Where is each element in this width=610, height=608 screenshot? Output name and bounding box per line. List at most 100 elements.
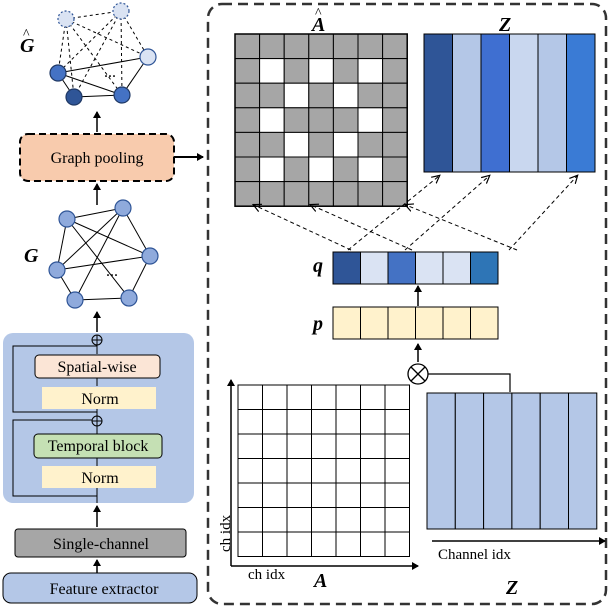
- single-channel-label: Single-channel: [53, 536, 150, 553]
- a-hat-cell: [308, 33, 334, 60]
- matmul-operator: [407, 363, 429, 385]
- g-node-4: [48, 261, 66, 279]
- a-hat-cell: [283, 107, 310, 133]
- a-hat-cell: [259, 33, 285, 60]
- z-bottom-column: [483, 392, 513, 530]
- a-label-bottom: A: [312, 570, 327, 592]
- z-top-column: [566, 33, 596, 173]
- z-label-bottom: Z: [505, 577, 518, 599]
- a-cell: [286, 384, 312, 410]
- a-hat-cell: [283, 181, 310, 207]
- z-bottom-column: [568, 392, 598, 530]
- a-hat-cell: [357, 58, 384, 84]
- q-cell: [332, 251, 361, 285]
- a-cell: [286, 458, 312, 484]
- graph-pooling-label: Graph pooling: [51, 150, 144, 167]
- a-hat-cell: [357, 181, 384, 207]
- p-cell: [387, 306, 416, 340]
- a-cell: [262, 384, 288, 410]
- a-hat-label: A ^: [310, 6, 325, 36]
- a-cell: [311, 531, 337, 557]
- a-hat-cell: [234, 181, 261, 207]
- a-hat-cell: [308, 131, 334, 158]
- a-cell: [311, 458, 337, 484]
- a-hat-cell: [357, 82, 384, 109]
- g-hat-node-1: [57, 10, 75, 28]
- a-cell: [384, 409, 410, 435]
- a-hat-cell: [382, 82, 408, 109]
- a-hat-cell: [332, 82, 359, 109]
- g-graph: ...: [48, 199, 159, 309]
- a-hat-cell: [259, 156, 285, 183]
- a-cell: [360, 458, 386, 484]
- a-hat-cell: [382, 107, 408, 133]
- a-cell: [335, 433, 361, 459]
- a-hat-cell: [259, 58, 285, 84]
- graph-pooling-detail-panel: [206, 2, 608, 606]
- p-cell: [332, 306, 361, 340]
- residual-add-bottom: [91, 415, 103, 427]
- z-bottom-column: [454, 392, 485, 530]
- a-cell: [311, 433, 337, 459]
- a-cell: [384, 482, 410, 508]
- a-cell: [237, 458, 263, 484]
- a-hat-cell: [332, 107, 359, 133]
- norm-top-box: Norm: [42, 387, 156, 409]
- z-top-column: [509, 33, 539, 173]
- a-hat-cell: [382, 131, 408, 158]
- a-cell: [360, 507, 386, 533]
- a-hat-cell: [332, 131, 359, 158]
- g-hat-ellipsis: ...: [104, 64, 116, 81]
- a-cell: [360, 531, 386, 557]
- z-x-axis-label: Channel idx: [438, 547, 511, 563]
- svg-text:G: G: [20, 35, 35, 57]
- q-cell: [387, 251, 416, 285]
- a-cell: [311, 409, 337, 435]
- norm-top-label: Norm: [81, 391, 119, 408]
- z-matrix-top: [423, 33, 596, 173]
- z-bottom-column: [511, 392, 541, 530]
- a-hat-cell: [234, 107, 261, 133]
- a-cell: [384, 507, 410, 533]
- g-hat-graph: ...: [49, 2, 157, 106]
- a-hat-cell: [357, 156, 384, 183]
- a-cell: [262, 433, 288, 459]
- a-cell: [360, 482, 386, 508]
- q-cell: [470, 251, 499, 285]
- a-hat-cell: [283, 82, 310, 109]
- a-x-axis-label: ch idx: [248, 567, 286, 583]
- svg-text:^: ^: [315, 6, 322, 21]
- a-hat-cell: [283, 33, 310, 60]
- a-hat-cell: [259, 82, 285, 109]
- a-cell: [384, 384, 410, 410]
- g-hat-edges-dashed: [57, 10, 149, 98]
- a-hat-cell: [283, 156, 310, 183]
- a-cell: [237, 384, 263, 410]
- a-cell: [262, 409, 288, 435]
- a-cell: [335, 531, 361, 557]
- svg-text:A: A: [310, 14, 325, 36]
- a-cell: [335, 384, 361, 410]
- a-hat-cell: [382, 33, 408, 60]
- g-node-1: [58, 210, 76, 228]
- norm-bottom-label: Norm: [81, 470, 119, 487]
- a-cell: [384, 433, 410, 459]
- g-hat-node-2: [112, 2, 130, 20]
- a-y-axis-label: ch idx: [218, 514, 234, 552]
- a-cell: [335, 409, 361, 435]
- a-hat-cell: [259, 181, 285, 207]
- p-cell: [442, 306, 471, 340]
- a-cell: [360, 433, 386, 459]
- a-hat-cell: [308, 181, 334, 207]
- a-cell: [335, 507, 361, 533]
- feature-extractor-label: Feature extractor: [50, 581, 160, 598]
- a-hat-cell: [259, 131, 285, 158]
- norm-bottom-box: Norm: [42, 466, 156, 488]
- a-cell: [237, 531, 263, 557]
- residual-connections: [12, 340, 98, 503]
- a-cell: [262, 531, 288, 557]
- a-hat-cell: [234, 82, 261, 109]
- a-hat-border: [234, 33, 408, 207]
- a-hat-matrix: [234, 33, 408, 207]
- spatial-wise-box: Spatial-wise: [34, 354, 161, 379]
